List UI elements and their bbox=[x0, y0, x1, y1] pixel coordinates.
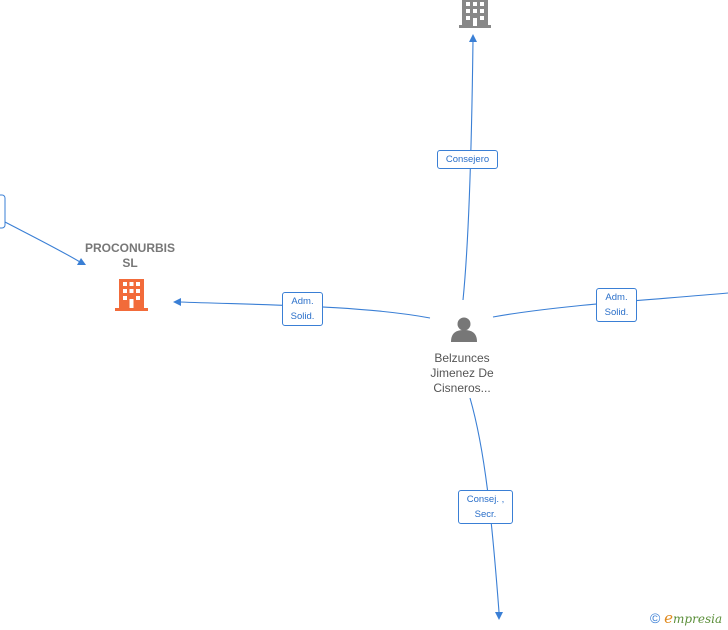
arrowhead-top bbox=[469, 34, 477, 42]
company-name-proconurbis[interactable]: PROCONURBIS SL bbox=[84, 241, 175, 270]
edge-label-adm-solid-right[interactable]: Adm. Solid. bbox=[596, 288, 637, 322]
arrowhead-left bbox=[173, 298, 181, 306]
brand-logo-initial: e bbox=[664, 609, 674, 627]
edge-offscreen-to-proconurbis bbox=[4, 221, 81, 263]
brand-watermark: © empresia bbox=[650, 609, 722, 627]
person-name[interactable]: Belzunces Jimenez De Cisneros... bbox=[430, 351, 494, 395]
arrowhead-proconurbis-incoming bbox=[77, 258, 86, 265]
person-icon[interactable] bbox=[451, 317, 477, 343]
building-icon[interactable] bbox=[115, 279, 148, 311]
brand-logo-text: mpresia bbox=[673, 612, 723, 626]
copyright-icon: © bbox=[650, 610, 661, 626]
edge-label-consejero[interactable]: Consejero bbox=[437, 150, 498, 169]
edge-label-consej-secr[interactable]: Consej. , Secr. bbox=[458, 490, 513, 524]
building-icon[interactable] bbox=[459, 0, 491, 28]
edge-label-adm-solid-left[interactable]: Adm. Solid. bbox=[282, 292, 323, 326]
arrowhead-bottom bbox=[495, 612, 503, 620]
edge-label-offscreen-left[interactable] bbox=[0, 194, 6, 229]
edge-person-to-top-company bbox=[462, 39, 474, 301]
